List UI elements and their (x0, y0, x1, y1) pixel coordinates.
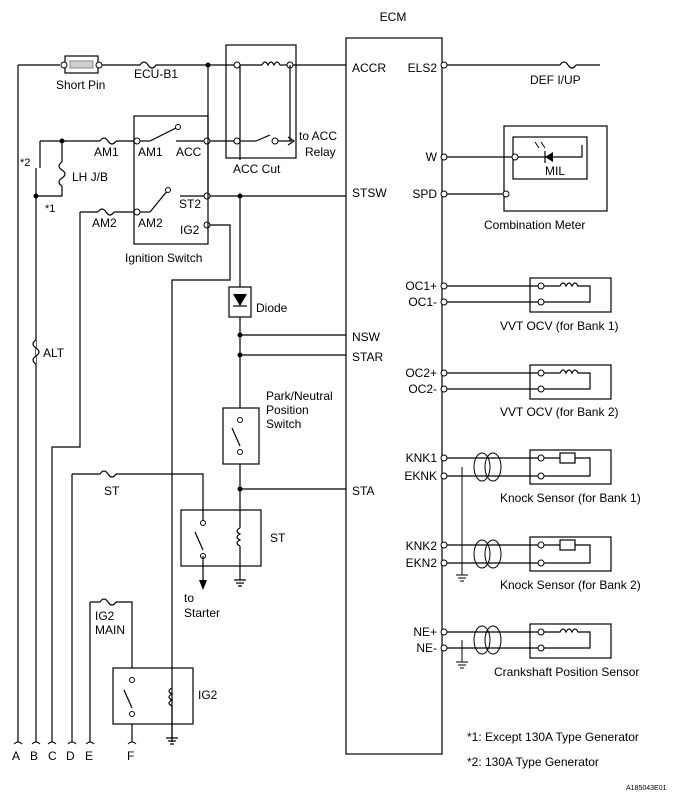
label-acc: ACC (176, 145, 202, 159)
label-am1-contact: AM1 (138, 145, 163, 159)
label-vvt2: VVT OCV (for Bank 2) (500, 405, 618, 419)
label-star1: *1 (45, 203, 55, 215)
connector-a: A (12, 749, 20, 763)
label-to: to (184, 591, 194, 605)
label-pn-2: Position (266, 403, 309, 417)
note-2: *2: 130A Type Generator (467, 755, 599, 769)
label-pn-1: Park/Neutral (266, 389, 333, 403)
ig2-relay (112, 667, 194, 725)
label-ecu-b1: ECU-B1 (134, 67, 178, 81)
label-relay: Relay (305, 145, 336, 159)
label-knock1: Knock Sensor (for Bank 1) (500, 491, 641, 505)
am2-fuse (97, 208, 115, 216)
power-wiring (17, 55, 346, 742)
ecm-pin-stsw: STSW (352, 186, 387, 200)
connector-c: C (48, 749, 57, 763)
label-acc-cut: ACC Cut (233, 162, 281, 176)
label-am2-fuse: AM2 (92, 216, 117, 230)
acc-cut-relay (225, 44, 297, 159)
label-star2: *2 (20, 157, 30, 169)
acc-cut-coil (261, 61, 281, 67)
label-crank: Crankshaft Position Sensor (494, 665, 639, 679)
connector-d: D (66, 749, 75, 763)
label-st-fuse: ST (104, 484, 120, 498)
ignition-switch (133, 115, 209, 245)
ignition-am1-contact (149, 127, 177, 142)
park-neutral-switch (222, 407, 260, 465)
label-am1-fuse: AM1 (94, 145, 119, 159)
mil-led (545, 152, 553, 162)
ecm-pin-oc2m: OC2- (408, 382, 437, 396)
connector-e: E (85, 749, 93, 763)
label-combination-meter: Combination Meter (484, 218, 585, 232)
alt-fuse (32, 339, 40, 365)
ecm-pin-oc2p: OC2+ (405, 366, 437, 380)
ecm-pin-nep: NE+ (413, 625, 437, 639)
ecm-pin-sta: STA (352, 484, 374, 498)
ecm-pin-accr: ACCR (352, 61, 386, 75)
knock-sensor-bank2 (529, 536, 612, 572)
am1-fuse (99, 137, 117, 145)
label-short-pin: Short Pin (56, 78, 105, 92)
label-diode: Diode (256, 301, 288, 315)
ecm-pin-w: W (426, 150, 438, 164)
vvt-ocv-bank1 (529, 277, 612, 313)
label-knock2: Knock Sensor (for Bank 2) (500, 578, 641, 592)
ecm-pin-ekn2: EKN2 (406, 556, 438, 570)
ecu-b1-fuse (139, 61, 157, 69)
knock-sensor-bank1 (529, 449, 612, 485)
st-relay-coil (236, 527, 242, 547)
ecm-pin-nem: NE- (416, 641, 437, 655)
ig2-relay-coil (168, 687, 174, 707)
note-1: *1: Except 130A Type Generator (467, 730, 639, 744)
label-starter: Starter (184, 606, 220, 620)
ecm-pin-knk1: KNK1 (406, 451, 438, 465)
label-vvt1: VVT OCV (for Bank 1) (500, 319, 618, 333)
label-to-acc: to ACC (299, 129, 337, 143)
label-mil: MIL (545, 164, 565, 178)
ecm-block (345, 37, 443, 755)
label-ig2-fuse-2: MAIN (95, 623, 125, 637)
label-st2: ST2 (179, 197, 201, 211)
label-ignition-switch: Ignition Switch (125, 251, 202, 265)
label-ig2-fuse-1: IG2 (95, 609, 115, 623)
ig2-circuit (89, 598, 194, 745)
label-ig2-contact: IG2 (180, 223, 200, 237)
ecm-pin-oc1m: OC1- (408, 295, 437, 309)
label-lh-jb: LH J/B (72, 170, 108, 184)
crankshaft-position-sensor (529, 623, 612, 659)
label-st-relay: ST (270, 531, 286, 545)
ecm-pin-star: STAR (352, 350, 383, 364)
ecm-title: ECM (380, 10, 407, 24)
st-fuse (99, 470, 117, 478)
label-alt: ALT (43, 346, 65, 360)
ecm-pin-oc1p: OC1+ (405, 279, 437, 293)
connector-b: B (30, 749, 38, 763)
label-ig2-relay: IG2 (198, 688, 218, 702)
starter-circuit (71, 196, 346, 742)
ecm-pin-spd: SPD (412, 187, 437, 201)
ecm-pin-knk2: KNK2 (406, 539, 438, 553)
vvt-ocv-bank2 (529, 364, 612, 400)
connector-f: F (127, 749, 134, 763)
ig2-main-fuse (99, 598, 117, 606)
ecm-pin-nsw: NSW (352, 330, 381, 344)
combination-meter (503, 125, 608, 212)
label-def-iup: DEF I/UP (530, 73, 581, 87)
figure-code: A185043E01 (626, 785, 667, 792)
lh-jb-fuse (58, 161, 66, 187)
st-relay (180, 509, 262, 567)
def-iup-fuse (559, 61, 577, 69)
label-am2-contact: AM2 (138, 216, 163, 230)
label-pn-3: Switch (266, 417, 301, 431)
ecm-pin-els2: ELS2 (408, 61, 438, 75)
ecm-pin-eknk: EKNK (404, 469, 437, 483)
connector-ticks (13, 741, 137, 745)
